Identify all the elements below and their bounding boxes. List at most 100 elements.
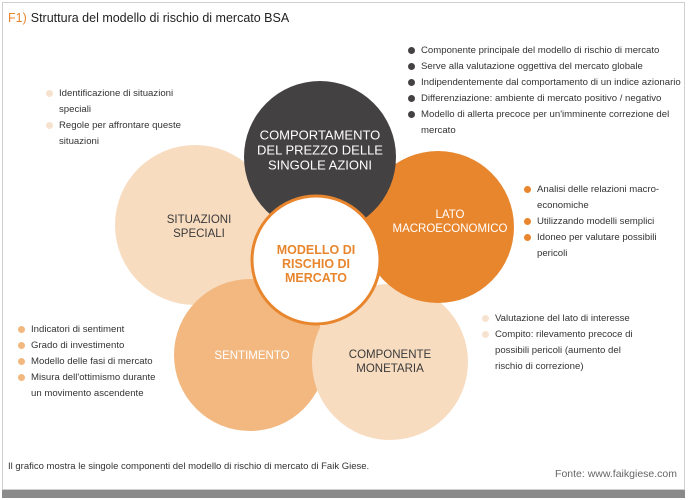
label-situazioni-speciali: SITUAZIONI SPECIALI bbox=[167, 213, 232, 241]
bullet-dot-icon bbox=[18, 374, 25, 381]
bullet-text: Modello di allerta precoce per un'immine… bbox=[421, 109, 670, 120]
bullet-text: Indipendentemente dal comportamento di u… bbox=[421, 77, 681, 88]
label-line: COMPONENTE bbox=[348, 349, 432, 361]
center-label: MODELLO DI RISCHIO DI MERCATO bbox=[277, 243, 355, 285]
bullet-item: Regole per affrontare queste bbox=[44, 118, 181, 134]
center-label-line: MERCATO bbox=[284, 271, 348, 285]
bullet-item: Utilizzando modelli semplici bbox=[522, 214, 659, 230]
bullet-dot-icon bbox=[482, 315, 489, 322]
bullet-text: Modello delle fasi di mercato bbox=[31, 356, 153, 367]
bullet-item: Identificazione di situazioni bbox=[44, 86, 181, 102]
bullet-text: Valutazione del lato di interesse bbox=[495, 313, 630, 324]
bullet-dot-icon bbox=[18, 326, 25, 333]
label-sentimento: SENTIMENTO bbox=[214, 349, 289, 363]
bullet-item: Misura dell'ottimismo durante bbox=[16, 370, 155, 386]
figure-caption: Il grafico mostra le singole componenti … bbox=[8, 461, 370, 472]
bullet-text: Idoneo per valutare possibili bbox=[537, 232, 657, 243]
bullet-text: rischio di correzione) bbox=[495, 361, 584, 372]
bullet-dot-icon bbox=[482, 331, 489, 338]
bullet-text: Identificazione di situazioni bbox=[59, 88, 174, 99]
center-ring bbox=[250, 194, 382, 326]
bullet-dot-icon bbox=[408, 63, 415, 70]
bullets-componente-monetaria: Valutazione del lato di interesse Compit… bbox=[480, 311, 633, 375]
bullet-continuation: rischio di correzione) bbox=[480, 359, 633, 375]
bullet-dot-icon bbox=[408, 47, 415, 54]
label-line: LATO bbox=[435, 209, 465, 221]
figure-code: F1) bbox=[8, 11, 27, 25]
label-comportamento: COMPORTAMENTO DEL PREZZO DELLE SINGOLE A… bbox=[257, 128, 383, 173]
bullet-continuation: un movimento ascendente bbox=[16, 386, 155, 402]
bullet-text: Serve alla valutazione oggettiva del mer… bbox=[421, 61, 643, 72]
bullet-item: Modello delle fasi di mercato bbox=[16, 354, 155, 370]
bullet-text: Indicatori di sentiment bbox=[31, 324, 125, 335]
bullet-text: Grado di investimento bbox=[31, 340, 125, 351]
bullet-dot-icon bbox=[18, 358, 25, 365]
bullet-text: mercato bbox=[421, 125, 456, 136]
figure-title: F1)Struttura del modello di rischio di m… bbox=[8, 11, 289, 25]
bullets-lato-macroeconomico: Analisi delle relazioni macro- economich… bbox=[522, 182, 659, 262]
figure-title-text: Struttura del modello di rischio di merc… bbox=[30, 11, 290, 25]
bullet-dot-icon bbox=[18, 342, 25, 349]
bullet-item: Componente principale del modello di ris… bbox=[406, 43, 681, 59]
bullet-text: situazioni bbox=[59, 136, 99, 147]
bullets-situazioni-speciali: Identificazione di situazioni speciali R… bbox=[44, 86, 181, 150]
label-line: SPECIALI bbox=[173, 228, 225, 240]
bullet-text: un movimento ascendente bbox=[31, 388, 144, 399]
bullet-text: Regole per affrontare queste bbox=[59, 120, 181, 131]
bullet-continuation: economiche bbox=[522, 198, 659, 214]
bullet-dot-icon bbox=[524, 234, 531, 241]
label-line: SINGOLE AZIONI bbox=[267, 157, 373, 173]
bullet-continuation: situazioni bbox=[44, 134, 181, 150]
bullet-text: Misura dell'ottimismo durante bbox=[31, 372, 156, 383]
bullets-comportamento: Componente principale del modello di ris… bbox=[406, 43, 681, 139]
label-line: DEL PREZZO DELLE bbox=[257, 142, 383, 158]
bullet-dot-icon bbox=[408, 95, 415, 102]
bullets-sentimento: Indicatori di sentiment Grado di investi… bbox=[16, 322, 155, 402]
bullet-text: speciali bbox=[59, 104, 91, 115]
bullet-text: Analisi delle relazioni macro- bbox=[537, 184, 660, 195]
bullet-dot-icon bbox=[524, 186, 531, 193]
bullet-item: Indicatori di sentiment bbox=[16, 322, 155, 338]
bullet-dot-icon bbox=[408, 111, 415, 118]
bullet-item: Grado di investimento bbox=[16, 338, 155, 354]
bullet-text: economiche bbox=[537, 200, 589, 211]
bullet-continuation: speciali bbox=[44, 102, 181, 118]
label-lato-macroeconomico: LATO MACROECONOMICO bbox=[393, 208, 508, 236]
bullet-item: Compito: rilevamento precoce di bbox=[480, 327, 633, 343]
label-line: MACROECONOMICO bbox=[392, 223, 508, 235]
bullet-item: Idoneo per valutare possibili bbox=[522, 230, 659, 246]
bullet-item: Analisi delle relazioni macro- bbox=[522, 182, 659, 198]
bullet-text: Utilizzando modelli semplici bbox=[537, 216, 655, 227]
bullet-text: pericoli bbox=[537, 248, 568, 259]
circle-componente-monetaria bbox=[312, 284, 468, 440]
bullet-continuation: pericoli bbox=[522, 246, 659, 262]
bullet-item: Modello di allerta precoce per un'immine… bbox=[406, 107, 681, 123]
label-line: MONETARIA bbox=[356, 363, 424, 375]
figure-source: Fonte: www.faikgiese.com bbox=[555, 468, 677, 480]
circle-lato-macroeconomico bbox=[362, 151, 514, 303]
bullet-text: Compito: rilevamento precoce di bbox=[495, 329, 633, 340]
bullet-text: possibili pericoli (aumento del bbox=[495, 345, 621, 356]
bottom-bar bbox=[2, 490, 685, 498]
bullet-dot-icon bbox=[524, 218, 531, 225]
bullet-dot-icon bbox=[408, 79, 415, 86]
center-label-line: RISCHIO DI bbox=[281, 257, 351, 271]
label-line: COMPORTAMENTO bbox=[259, 127, 381, 143]
label-line: SITUAZIONI bbox=[166, 214, 232, 226]
bullet-item: Differenziazione: ambiente di mercato po… bbox=[406, 91, 681, 107]
circle-comportamento-prezzo bbox=[244, 81, 396, 233]
bullet-dot-icon bbox=[46, 122, 53, 129]
circle-situazioni-speciali bbox=[115, 145, 275, 305]
bullet-dot-icon bbox=[46, 90, 53, 97]
bullet-continuation: possibili pericoli (aumento del bbox=[480, 343, 633, 359]
bullet-text: Componente principale del modello di ris… bbox=[421, 45, 660, 56]
label-line: SENTIMENTO bbox=[214, 350, 290, 362]
figure-frame bbox=[2, 2, 685, 490]
bullet-text: Differenziazione: ambiente di mercato po… bbox=[421, 93, 662, 104]
center-label-line: MODELLO DI bbox=[276, 243, 356, 257]
bullet-continuation: mercato bbox=[406, 123, 681, 139]
label-componente-monetaria: COMPONENTE MONETARIA bbox=[349, 348, 431, 376]
bullet-item: Indipendentemente dal comportamento di u… bbox=[406, 75, 681, 91]
bullet-item: Valutazione del lato di interesse bbox=[480, 311, 633, 327]
